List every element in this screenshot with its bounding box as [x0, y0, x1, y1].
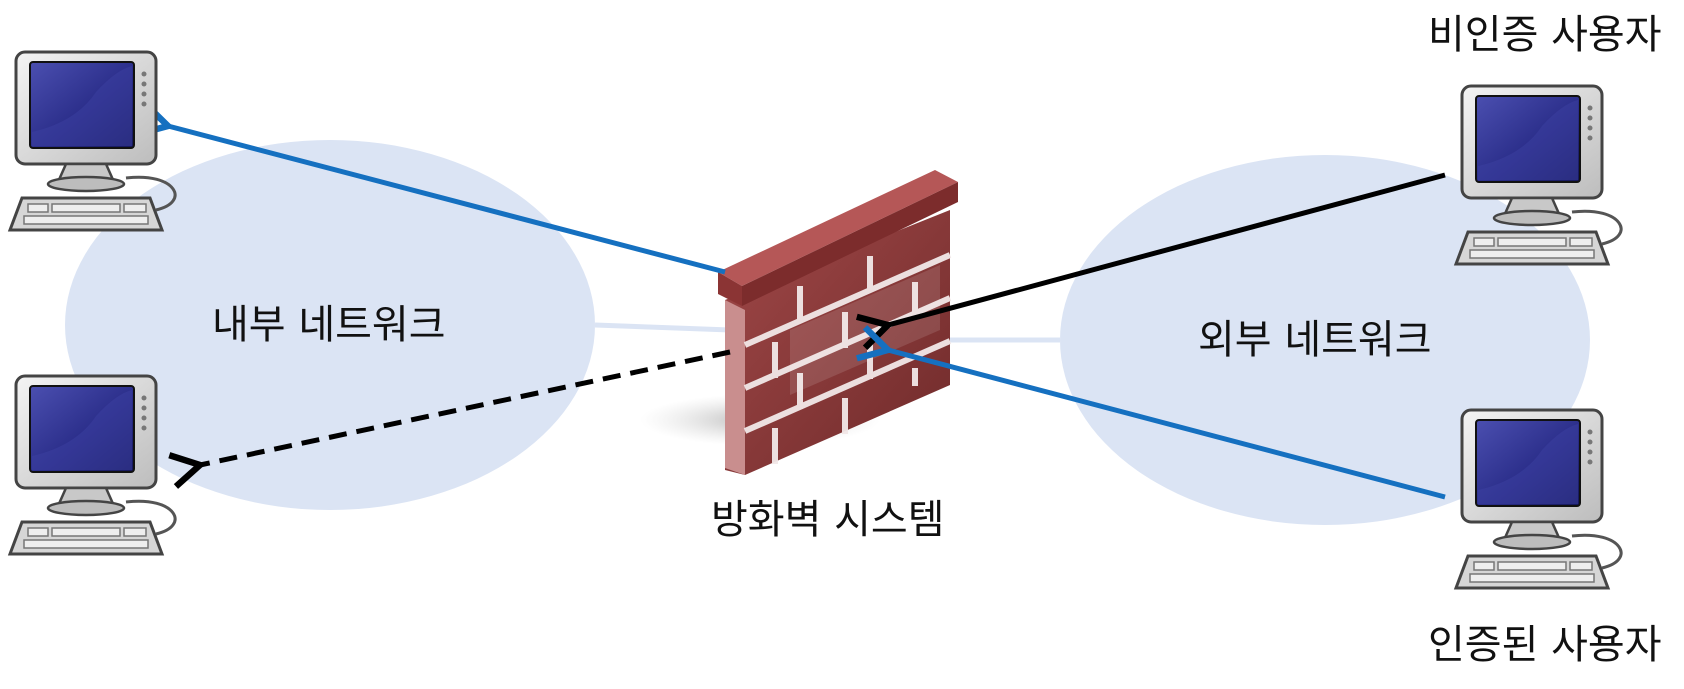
firewall-icon — [640, 170, 958, 475]
internal-network-label: 내부 네트워크 — [212, 302, 446, 348]
authenticated-user-computer-icon — [1454, 408, 1623, 590]
blocked-traffic-arrow — [888, 172, 1446, 325]
dashed-traffic-arrow-internal — [200, 349, 731, 465]
internal-computer-top-icon — [8, 50, 177, 232]
allowed-traffic-arrow-internal — [168, 126, 726, 275]
internal-computer-bottom-icon — [8, 374, 177, 556]
external-network-label: 외부 네트워크 — [1198, 317, 1432, 363]
allowed-traffic-arrow-external — [888, 350, 1446, 500]
unauthenticated-user-computer-icon — [1454, 84, 1623, 266]
internal-link-line — [594, 322, 731, 333]
firewall-system-label: 방화벽 시스템 — [711, 497, 945, 543]
unauthenticated-user-label: 비인증 사용자 — [1428, 12, 1662, 58]
authenticated-user-label: 인증된 사용자 — [1428, 622, 1662, 668]
internal-network-cloud — [65, 140, 595, 510]
